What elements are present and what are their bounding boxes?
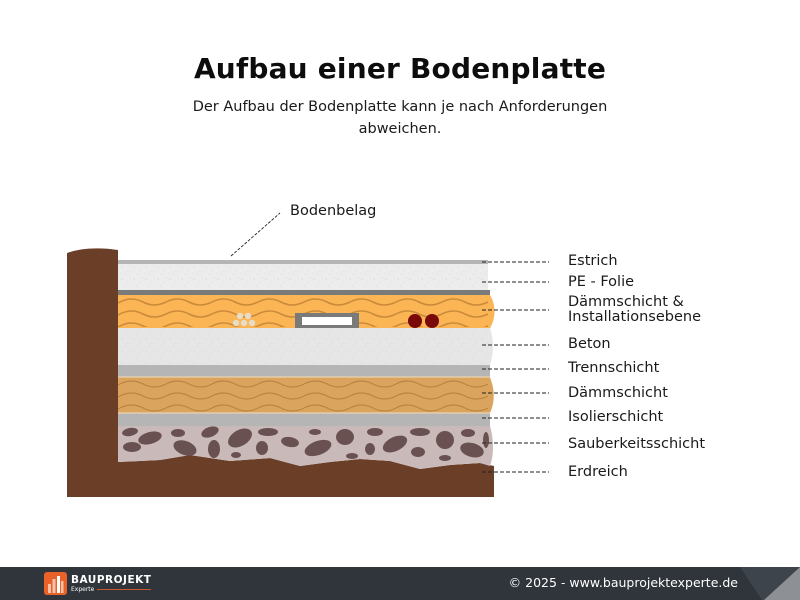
label-daemmschicht: Dämmschicht xyxy=(568,385,668,401)
callout-bodenbelag: Bodenbelag xyxy=(290,203,377,219)
brand-underline xyxy=(97,589,152,590)
floor-slab-diagram: Bodenbelag Estrich PE - Folie Dämmschich… xyxy=(67,203,706,497)
footer-corner-decoration xyxy=(740,567,800,600)
brand-logo[interactable]: BAUPROJEKT Experte xyxy=(44,571,152,596)
callout-line xyxy=(230,212,281,257)
cable-bundle-icon xyxy=(232,312,256,327)
label-isolierschicht: Isolierschicht xyxy=(568,409,664,425)
label-daemm-installation-line1: Dämmschicht & xyxy=(568,294,684,310)
label-pe-folie: PE - Folie xyxy=(568,274,635,290)
label-daemm-installation-line2: Installationsebene xyxy=(568,309,702,325)
heating-pipes-icon xyxy=(408,314,439,328)
brand-sub: Experte xyxy=(71,585,95,593)
layer-bodenbelag xyxy=(118,260,488,265)
layer-pe-folie xyxy=(118,290,490,295)
label-beton: Beton xyxy=(568,336,611,352)
building-chart-icon xyxy=(44,572,67,595)
label-trennschicht: Trennschicht xyxy=(568,360,660,376)
page-title: Aufbau einer Bodenplatte xyxy=(193,52,607,85)
page-subtitle: Der Aufbau der Bodenplatte kann je nach … xyxy=(192,99,608,137)
layer-trennschicht xyxy=(118,365,490,377)
brand-name: BAUPROJEKT xyxy=(71,573,152,586)
gravel-stones xyxy=(122,426,489,461)
layer-isolierschicht xyxy=(118,413,490,426)
copyright-text: © 2025 - www.bauprojektexperte.de xyxy=(508,575,738,590)
footer: BAUPROJEKT Experte © 2025 - www.bauproje… xyxy=(0,567,800,600)
cross-section-graphic xyxy=(67,212,549,497)
leader-lines xyxy=(482,261,549,473)
label-estrich: Estrich xyxy=(568,253,618,269)
layer-erdreich xyxy=(67,248,494,497)
conduit-icon xyxy=(295,313,359,328)
label-erdreich: Erdreich xyxy=(568,464,628,480)
label-sauberkeitsschicht: Sauberkeitsschicht xyxy=(568,436,706,452)
